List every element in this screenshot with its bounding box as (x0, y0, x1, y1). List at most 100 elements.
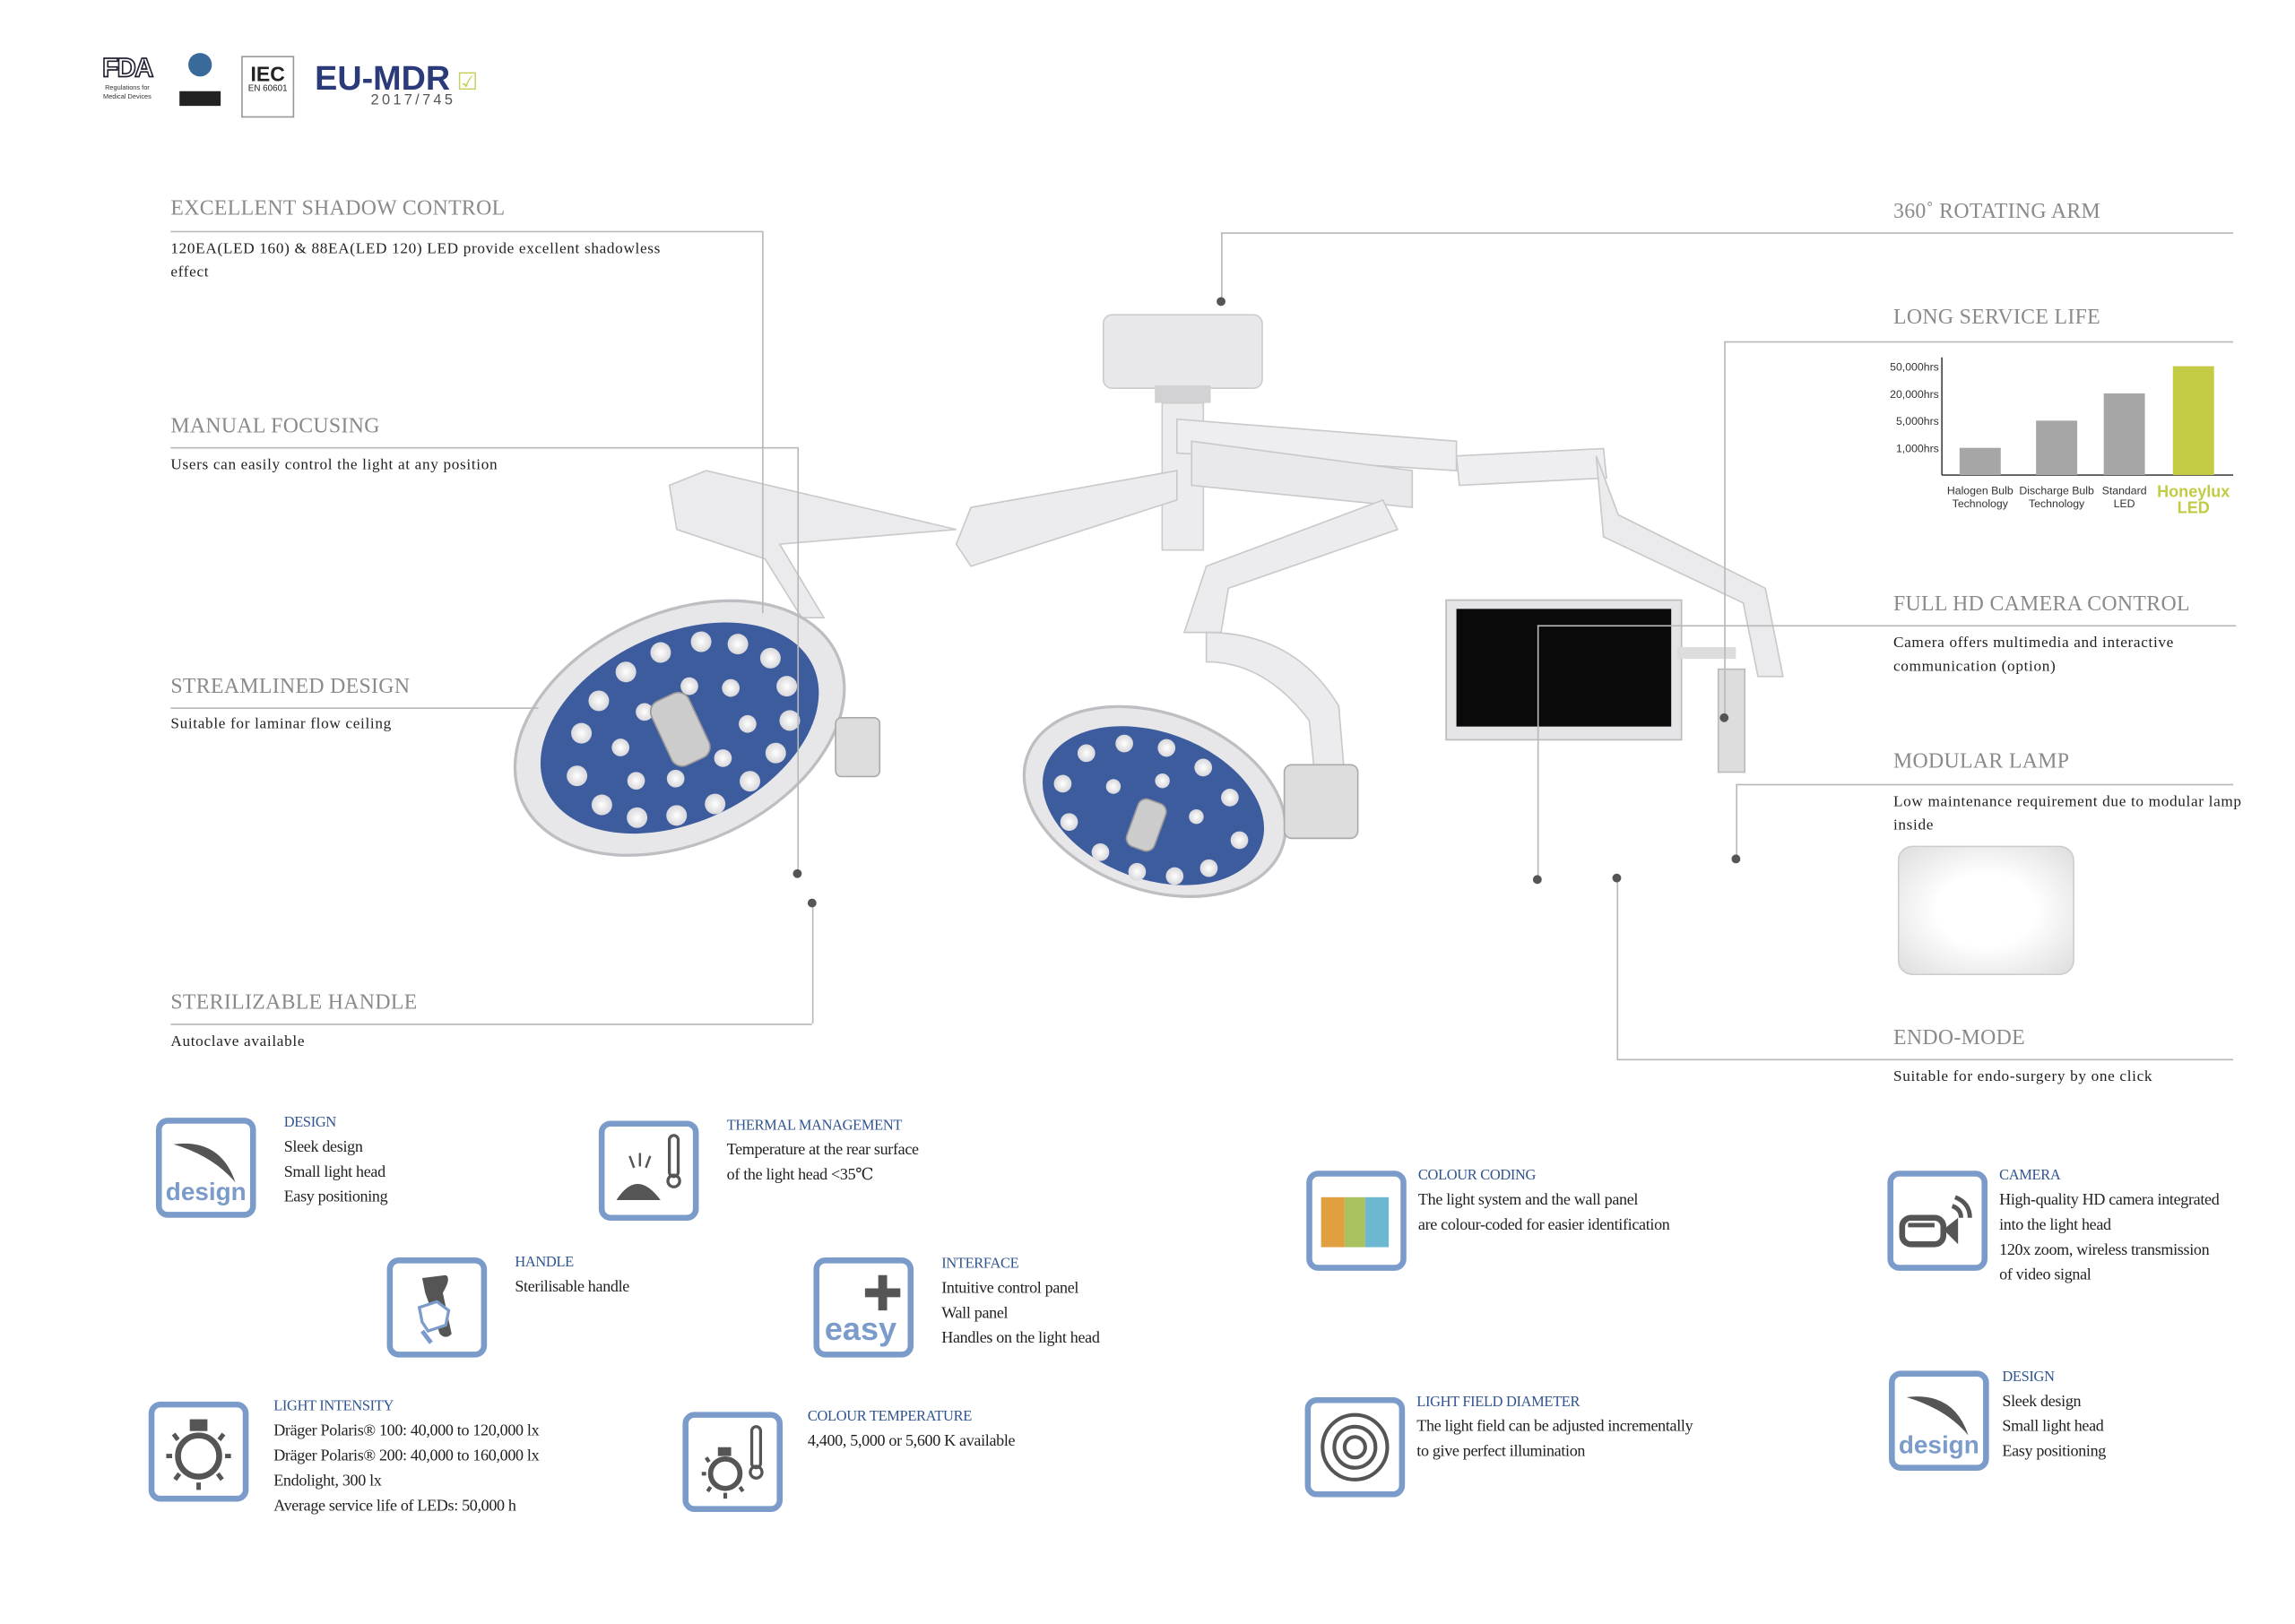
feature-line: Sleek design (283, 1138, 363, 1156)
bar-halogen-bulb-technology (1959, 447, 2001, 476)
feature-line: 120x zoom, wireless transmission (1999, 1241, 2210, 1259)
heading-rotating-arm: 360˚ ROTATING ARM (1892, 200, 2101, 224)
feature-title: LIGHT INTENSITY (273, 1398, 394, 1415)
easy-word: easy (825, 1310, 896, 1347)
y-tick-label: 50,000hrs (1890, 361, 1939, 374)
callout-line (1221, 232, 2234, 234)
feature-line: Small light head (2002, 1417, 2104, 1436)
camera-icon (1887, 1170, 1988, 1271)
concentric-circles-icon (1304, 1396, 1406, 1498)
heading-streamlined-design: STREAMLINED DESIGN (170, 675, 411, 699)
callout-line (1736, 783, 2234, 786)
text-sterilizable-handle: Autoclave available (170, 1033, 306, 1050)
feature-line: The light system and the wall panel (1417, 1191, 1639, 1209)
y-tick-label: 5,000hrs (1896, 415, 1939, 428)
callout-line (170, 707, 539, 709)
heading-shadow-control: EXCELLENT SHADOW CONTROL (170, 196, 506, 221)
callout-dot (1731, 854, 1741, 864)
text-endo-mode: Suitable for endo-surgery by one click (1892, 1069, 2153, 1086)
check-badge-icon: ☑ (456, 70, 478, 96)
callout-line (1221, 232, 1223, 302)
feature-title: THERMAL MANAGEMENT (726, 1118, 903, 1135)
heading-manual-focusing: MANUAL FOCUSING (170, 414, 380, 439)
callout-dot (1217, 297, 1225, 307)
heading-long-service-life: LONG SERVICE LIFE (1892, 306, 2101, 330)
text-manual-focusing: Users can easily control the light at an… (170, 457, 498, 474)
callout-line (1616, 1058, 2234, 1061)
callout-line (170, 230, 763, 233)
feature-line: to give perfect illumination (1416, 1442, 1586, 1461)
y-tick-label: 1,000hrs (1896, 443, 1939, 455)
feature-title: INTERFACE (941, 1256, 1019, 1273)
design-word: design (1899, 1430, 1979, 1458)
heading-modular-lamp: MODULAR LAMP (1892, 749, 2070, 774)
design-word: design (166, 1178, 247, 1205)
text-camera-control: Camera offers multimedia and interactive… (1892, 635, 2174, 676)
eu-mdr-logo: EU-MDR ☑ 2017/745 (315, 58, 478, 109)
feature-line: Handles on the light head (941, 1329, 1100, 1348)
x-tick-label: LED (2178, 499, 2210, 517)
callout-line (1736, 783, 1738, 860)
text-shadow-control: 120EA(LED 160) & 88EA(LED 120) LED provi… (170, 241, 662, 281)
feature-line: of video signal (1999, 1266, 2091, 1284)
callout-line (811, 903, 814, 1024)
callout-dot (1532, 875, 1542, 885)
feature-title: DESIGN (283, 1114, 337, 1131)
feature-line: The light field can be adjusted incremen… (1416, 1417, 1693, 1436)
feature-line: Temperature at the rear surface (726, 1141, 919, 1160)
feature-title: LIGHT FIELD DIAMETER (1416, 1394, 1581, 1411)
callout-line (170, 1024, 812, 1025)
surgical-light-illustration (513, 314, 1784, 898)
fda-logo: FDA Regulations for Medical Devices (101, 52, 154, 100)
x-tick-label: Technology (2029, 497, 2085, 510)
feature-title: COLOUR TEMPERATURE (807, 1409, 972, 1426)
certification-logos: FDA Regulations for Medical Devices IEC … (88, 44, 507, 135)
x-tick-label: Discharge Bulb (2019, 484, 2094, 497)
feature-line: Small light head (283, 1163, 385, 1181)
callout-line (1616, 877, 1619, 1059)
seal-logo (179, 53, 221, 117)
x-tick-label: LED (2114, 497, 2135, 510)
text-streamlined-design: Suitable for laminar flow ceiling (170, 716, 392, 733)
bar-standard-led (2103, 393, 2145, 476)
bar-honeylux-led (2172, 366, 2214, 476)
callout-line (1724, 341, 1726, 718)
handle-icon (386, 1257, 488, 1358)
callout-dot (1612, 873, 1622, 883)
x-tick-label: Honeylux (2157, 483, 2230, 501)
callout-line (1724, 341, 2234, 343)
x-tick-label: Technology (1953, 497, 2009, 510)
x-tick-label: Halogen Bulb (1947, 484, 2014, 497)
heading-endo-mode: ENDO-MODE (1892, 1026, 2025, 1050)
bulb-thermometer-icon (682, 1412, 784, 1512)
callout-dot (807, 898, 817, 908)
feature-line: Sterilisable handle (515, 1278, 629, 1296)
feature-title: DESIGN (2002, 1369, 2055, 1386)
thermometer-icon (598, 1120, 699, 1222)
feature-line: into the light head (1999, 1216, 2111, 1234)
feature-line: Easy positioning (2002, 1442, 2107, 1461)
text-modular-lamp: Low maintenance requirement due to modul… (1892, 794, 2242, 834)
bulb-icon (148, 1401, 249, 1502)
feature-line: 4,400, 5,000 or 5,600 K available (807, 1432, 1016, 1451)
design-icon: design (1889, 1370, 1989, 1471)
y-tick-label: 20,000hrs (1890, 388, 1939, 401)
x-tick-label: Standard (2102, 484, 2147, 497)
heading-sterilizable-handle: STERILIZABLE HANDLE (170, 991, 418, 1015)
feature-line: Sleek design (2002, 1393, 2082, 1411)
callout-dot (792, 868, 802, 878)
feature-line: Dräger Polaris® 200: 40,000 to 160,000 l… (273, 1447, 540, 1465)
feature-line: of the light head <35℃ (726, 1166, 874, 1185)
feature-line: Intuitive control panel (941, 1279, 1079, 1298)
callout-line (762, 230, 764, 614)
bar-discharge-bulb-technology (2036, 420, 2078, 476)
easy-plus-icon: easy (813, 1257, 914, 1358)
feature-line: are colour-coded for easier identificati… (1417, 1216, 1670, 1234)
feature-line: Endolight, 300 lx (273, 1472, 382, 1490)
feature-title: CAMERA (1999, 1167, 2061, 1185)
feature-line: Dräger Polaris® 100: 40,000 to 120,000 l… (273, 1421, 540, 1440)
feature-line: High-quality HD camera integrated (1999, 1191, 2220, 1209)
callout-line (1537, 625, 1539, 880)
feature-line: Wall panel (941, 1304, 1009, 1323)
